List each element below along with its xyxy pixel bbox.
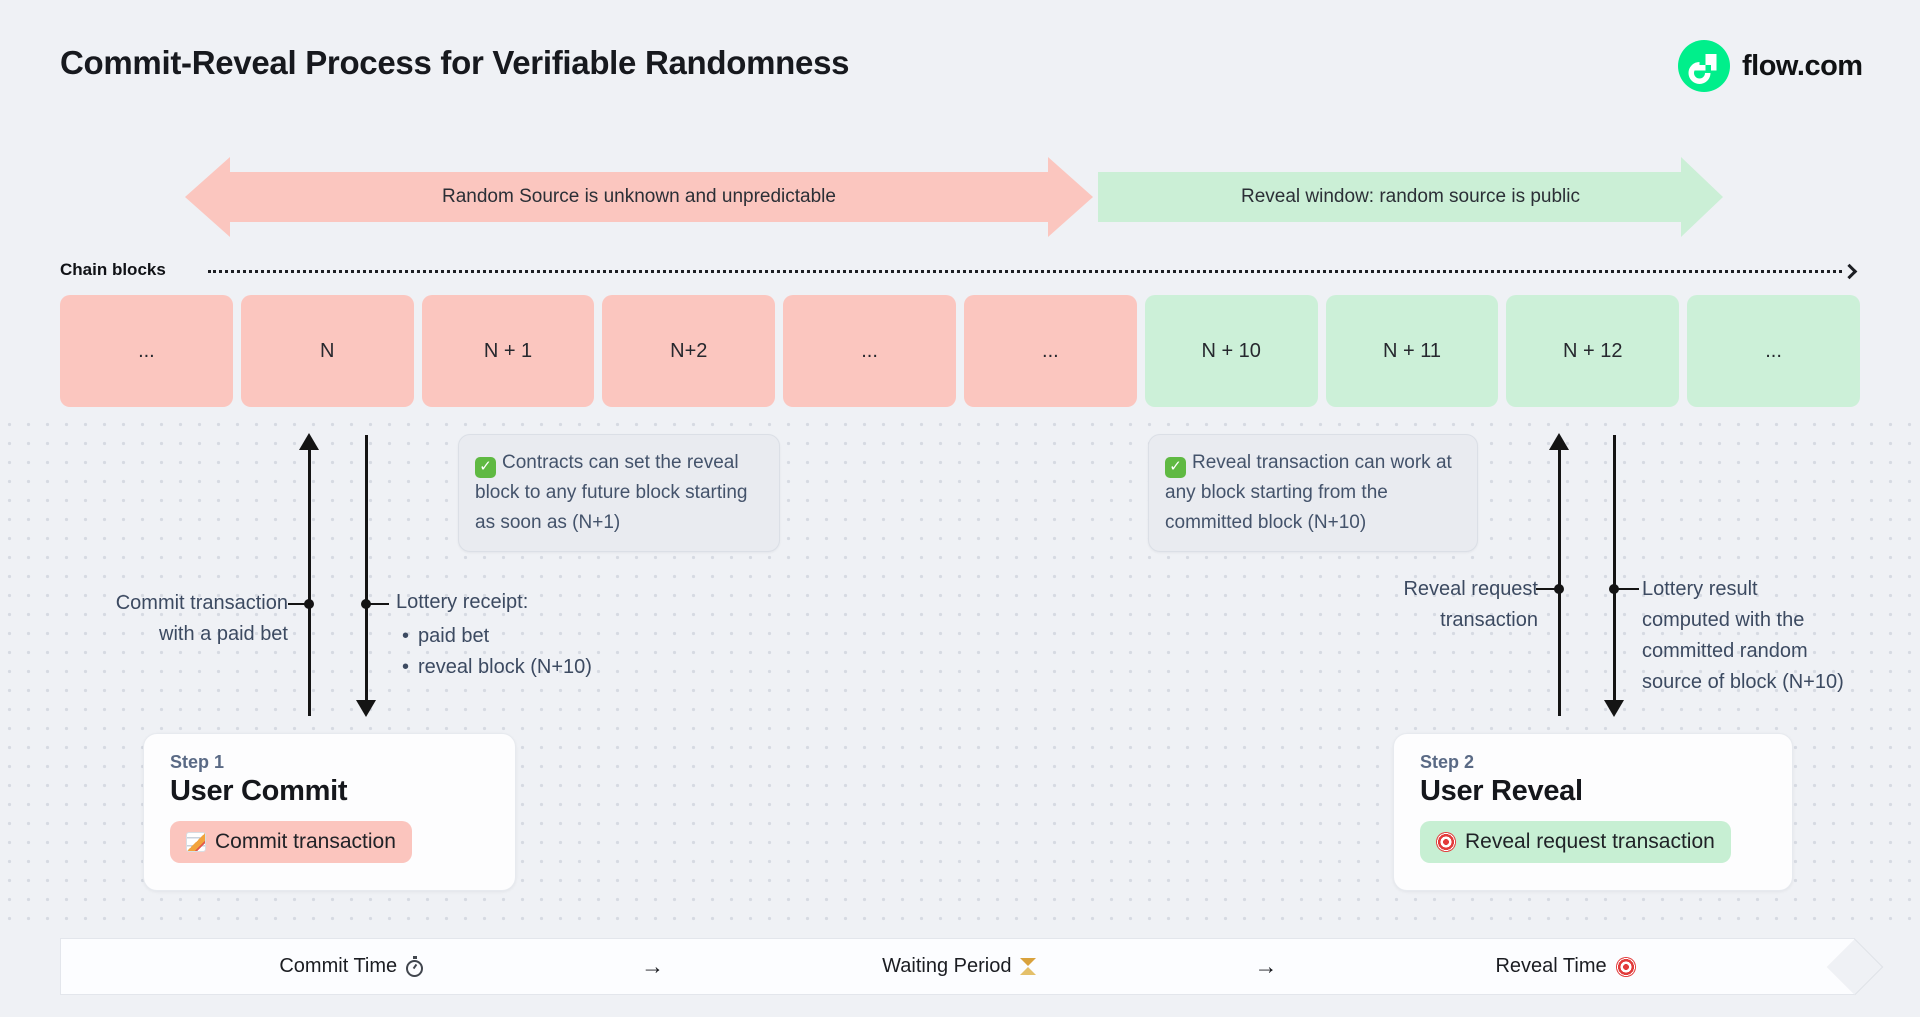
chain-block: N + 10 (1144, 295, 1318, 407)
timeline-arrow-icon: → (641, 953, 665, 979)
reveal-note: ✓Reveal transaction can work at any bloc… (1148, 434, 1478, 552)
up-arrow-icon (1549, 433, 1569, 450)
annotation-bullet: reveal block (N+10) (396, 652, 656, 683)
timeline-reveal-time: Reveal Time (1495, 955, 1636, 978)
step1-title: User Commit (170, 775, 348, 807)
chain-block: ... (783, 295, 956, 407)
timeline-chevron-icon (1826, 938, 1884, 995)
chain-block: ... (60, 295, 233, 407)
lottery-receipt-annotation: Lottery receipt: paid bet reveal block (… (396, 587, 656, 683)
commit-button-label: Commit transaction (215, 830, 396, 853)
page-title: Commit-Reveal Process for Verifiable Ran… (60, 44, 850, 81)
commit-transaction-annotation: Commit transaction with a paid bet (60, 588, 288, 650)
annotation-bullet: paid bet (396, 621, 656, 652)
reveal-phase-arrow: Reveal window: random source is public (1098, 157, 1723, 237)
annotation-line: source of block (N+10) (1642, 671, 1844, 693)
brand-name: flow.com (1742, 49, 1863, 82)
chain-blocks-label: Chain blocks (60, 260, 166, 279)
annotation-line: committed random (1642, 640, 1808, 662)
annotation-line: Lottery result (1642, 578, 1758, 600)
check-icon: ✓ (1165, 456, 1186, 478)
reveal-time-label: Reveal Time (1495, 955, 1607, 977)
step2-title: User Reveal (1420, 775, 1583, 807)
annotation-line: Commit transaction (115, 592, 288, 614)
commit-phase-label: Random Source is unknown and unpredictab… (442, 186, 836, 207)
commit-note: ✓Contracts can set the reveal block to a… (458, 434, 780, 552)
step1-eyebrow: Step 1 (170, 752, 225, 772)
memo-icon (186, 832, 206, 852)
step2-eyebrow: Step 2 (1420, 752, 1475, 772)
connector-dot (361, 599, 371, 609)
connector-line (1536, 588, 1558, 590)
hourglass-icon (1020, 957, 1037, 976)
chain-block: ... (963, 295, 1137, 407)
timeline-bar: Commit Time → Waiting Period → Reveal Ti… (60, 938, 1884, 995)
reveal-request-button[interactable]: Reveal request transaction (1420, 821, 1731, 863)
timeline-commit-time: Commit Time (279, 955, 424, 978)
flow-logo-icon (1678, 40, 1730, 92)
result-down-arrow-line (1613, 435, 1616, 701)
connector-line (367, 603, 389, 605)
chain-line-arrow-icon (1841, 263, 1858, 280)
target-icon (1436, 832, 1456, 852)
reveal-note-text: Reveal transaction can work at any block… (1165, 452, 1452, 533)
chain-block: N (240, 295, 414, 407)
waiting-period-label: Waiting Period (882, 955, 1012, 977)
chain-block: N + 1 (421, 295, 595, 407)
chain-blocks-row: ... N N + 1 N+2 ... ... N + 10 N + 11 N … (60, 295, 1860, 407)
step2-card: Step 2 User Reveal Reveal request transa… (1393, 733, 1793, 891)
reveal-button-label: Reveal request transaction (1465, 830, 1715, 853)
timeline-arrow-icon: → (1254, 953, 1278, 979)
connector-dot (1609, 584, 1619, 594)
target-icon (1615, 956, 1636, 977)
step1-card: Step 1 User Commit Commit transaction (143, 733, 516, 891)
up-arrow-icon (299, 433, 319, 450)
commit-up-arrow-line (308, 448, 311, 716)
commit-phase-arrow: Random Source is unknown and unpredictab… (185, 157, 1093, 237)
down-arrow-icon (1604, 700, 1624, 717)
annotation-line: computed with the (1642, 609, 1805, 631)
annotation-line: with a paid bet (159, 623, 288, 645)
commit-transaction-button[interactable]: Commit transaction (170, 821, 412, 863)
connector-line (1615, 588, 1639, 590)
annotation-line: Reveal request (1403, 578, 1538, 600)
reveal-phase-label: Reveal window: random source is public (1241, 186, 1580, 207)
commit-note-text: Contracts can set the reveal block to an… (475, 452, 748, 533)
reveal-up-arrow-line (1558, 448, 1561, 716)
connector-line (288, 603, 310, 605)
annotation-line: transaction (1440, 609, 1538, 631)
commit-time-label: Commit Time (279, 955, 398, 977)
connector-dot (304, 599, 314, 609)
reveal-request-annotation: Reveal request transaction (1310, 574, 1538, 636)
receipt-down-arrow-line (365, 435, 368, 701)
chain-block: N + 12 (1506, 295, 1680, 407)
lottery-result-annotation: Lottery result computed with the committ… (1642, 574, 1912, 698)
timeline-waiting-period: Waiting Period (882, 955, 1037, 978)
chain-block: N+2 (602, 295, 776, 407)
stopwatch-icon (406, 955, 424, 977)
chain-block: ... (1687, 295, 1860, 407)
brand: flow.com (1678, 40, 1863, 92)
chain-dotted-line (208, 270, 1842, 273)
annotation-title: Lottery receipt: (396, 591, 529, 613)
connector-dot (1554, 584, 1564, 594)
chain-block: N + 11 (1325, 295, 1499, 407)
check-icon: ✓ (475, 456, 496, 478)
down-arrow-icon (356, 700, 376, 717)
